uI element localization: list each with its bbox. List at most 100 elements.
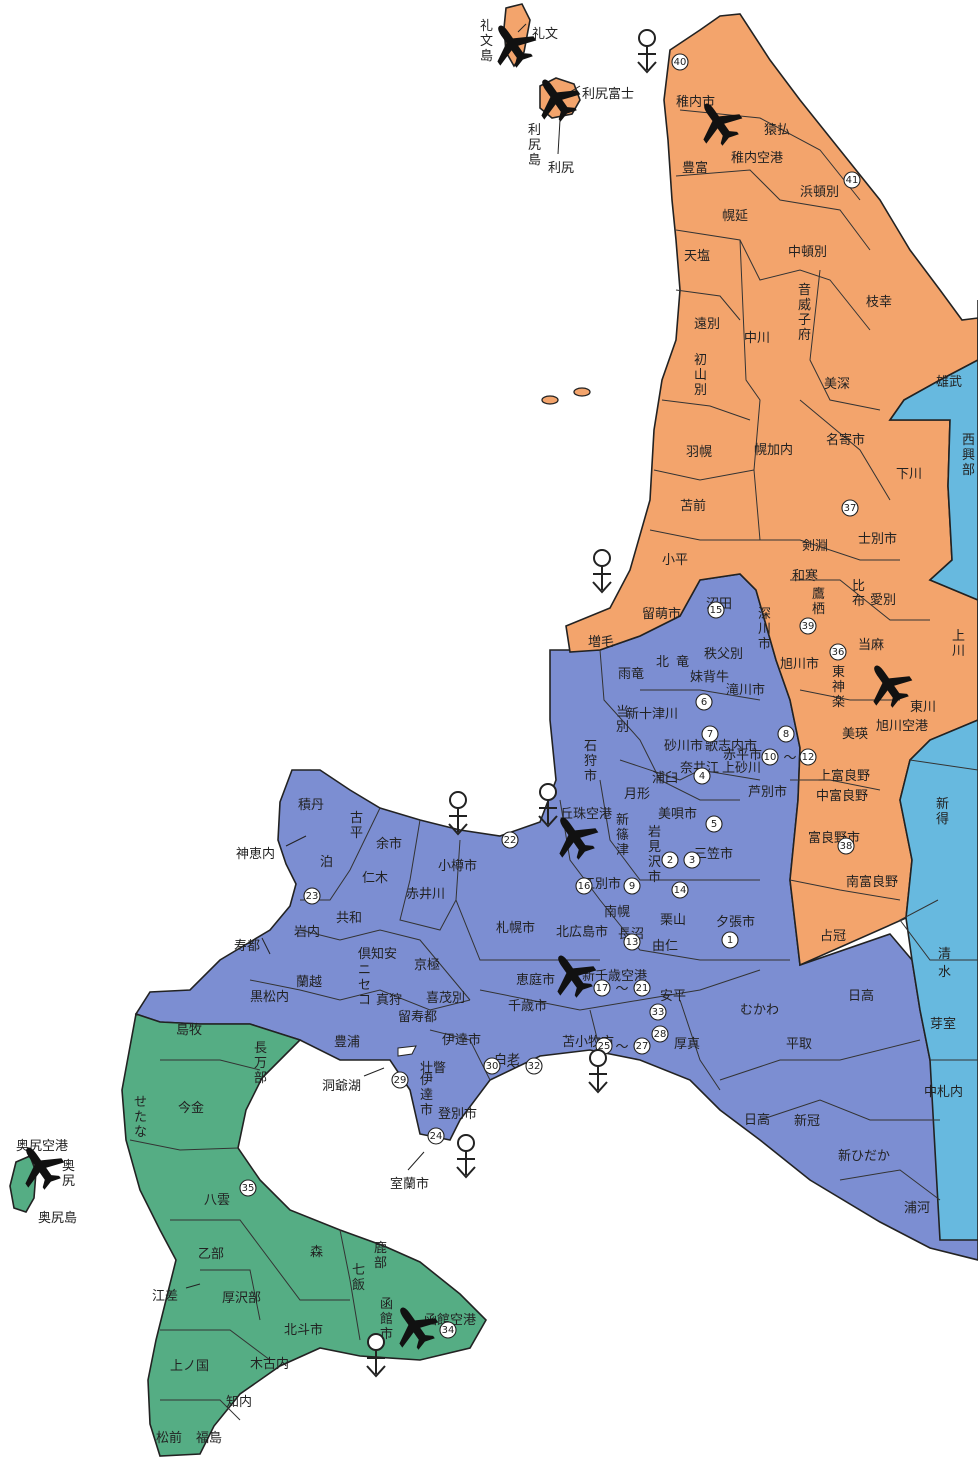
place-label: 中川 xyxy=(744,331,770,346)
anchor-icon xyxy=(637,29,657,74)
svg-text:34: 34 xyxy=(442,1325,455,1336)
circled-number: 27 xyxy=(633,1037,651,1055)
place-label: 夕張市 xyxy=(716,914,755,930)
place-label: 和寒 xyxy=(792,568,818,584)
place-label: 下川 xyxy=(896,467,922,482)
circled-number: 1 xyxy=(721,931,739,949)
place-label: 当麻 xyxy=(858,638,884,653)
place-label: 今金 xyxy=(178,1100,204,1116)
airplane-icon xyxy=(25,1147,65,1190)
place-label: 浦河 xyxy=(904,1201,930,1216)
svg-text:41: 41 xyxy=(846,175,859,186)
place-label-vertical: 初山別 xyxy=(694,353,707,398)
place-label: 妹背牛 xyxy=(690,670,729,685)
place-label: 南幌 xyxy=(604,904,630,920)
place-label: 浦臼 xyxy=(652,771,678,786)
place-label: 栗山 xyxy=(660,913,686,928)
place-label: 三笠市 xyxy=(694,846,733,862)
place-label: 倶知安 xyxy=(358,946,397,962)
circled-number: 17 xyxy=(593,979,611,997)
circled-number: 28 xyxy=(651,1025,669,1043)
svg-text:33: 33 xyxy=(652,1007,665,1018)
place-label-vertical: 古平 xyxy=(350,811,363,841)
circled-number: 33 xyxy=(649,1003,667,1021)
place-label: 小平 xyxy=(662,553,688,568)
place-label: 猿払 xyxy=(764,123,790,138)
svg-text:12: 12 xyxy=(802,752,815,763)
place-label-vertical: 伊達市 xyxy=(420,1073,433,1118)
place-label-vertical: 長万部 xyxy=(254,1041,267,1086)
airplane-icon xyxy=(557,955,597,998)
place-label: 竜 xyxy=(676,655,689,670)
teuri-island xyxy=(541,395,559,405)
svg-text:3: 3 xyxy=(689,855,695,866)
place-label: 白老 xyxy=(494,1052,520,1068)
place-label-vertical: 岩見沢市 xyxy=(648,825,661,885)
place-label-vertical: 比布 xyxy=(852,579,865,609)
place-label: 安平 xyxy=(660,989,686,1004)
place-label: 羽幌 xyxy=(686,444,712,460)
place-label: 新千歳空港 xyxy=(582,968,647,984)
svg-text:9: 9 xyxy=(629,881,635,892)
circled-number: 36 xyxy=(829,643,847,661)
svg-text:40: 40 xyxy=(674,57,687,68)
svg-text:10: 10 xyxy=(764,752,777,763)
place-label: 京極 xyxy=(414,957,440,973)
circled-number: 34 xyxy=(439,1321,457,1339)
leader-lines xyxy=(185,23,581,1289)
circled-number: 8 xyxy=(777,725,795,743)
place-label: 雄武 xyxy=(936,375,962,390)
svg-text:5: 5 xyxy=(711,819,717,830)
place-label: 上砂川 xyxy=(722,761,761,776)
place-label-vertical: 東神楽 xyxy=(832,664,845,710)
svg-text:28: 28 xyxy=(654,1029,667,1040)
place-label: 稚内空港 xyxy=(731,150,783,166)
circled-number: 41 xyxy=(843,171,861,189)
place-label: 福島 xyxy=(196,1431,222,1446)
place-label: 奥尻島 xyxy=(38,1211,77,1226)
place-label: 積丹 xyxy=(298,798,324,813)
place-label-vertical: 礼文島 xyxy=(480,18,493,64)
place-label: 月形 xyxy=(624,787,650,802)
svg-text:30: 30 xyxy=(486,1061,499,1072)
place-label: 愛別 xyxy=(870,593,896,608)
place-label-vertical: 奥尻 xyxy=(62,1159,75,1189)
circled-number: 15 xyxy=(707,601,725,619)
circled-number: 6 xyxy=(695,693,713,711)
place-label: 礼文 xyxy=(532,26,558,42)
place-label-vertical: 西興部 xyxy=(962,433,975,478)
svg-text:38: 38 xyxy=(840,841,853,852)
place-label-vertical: 音威子府 xyxy=(798,282,811,343)
circled-number: 16 xyxy=(575,877,593,895)
place-label: 遠別 xyxy=(694,317,720,332)
range-separator: 〜 xyxy=(615,1040,628,1055)
svg-text:24: 24 xyxy=(430,1131,443,1142)
svg-text:32: 32 xyxy=(528,1061,541,1072)
place-label-vertical: せたな xyxy=(134,1095,147,1140)
anchor-icon xyxy=(588,1049,608,1094)
svg-text:6: 6 xyxy=(701,697,707,708)
place-label: 丘珠空港 xyxy=(560,807,612,822)
place-label: 赤井川 xyxy=(406,887,445,902)
circled-number: 12 xyxy=(799,748,817,766)
place-label: 砂川市 xyxy=(664,738,703,754)
airplane-icon xyxy=(399,1307,439,1350)
svg-text:2: 2 xyxy=(667,855,673,866)
place-label: 千歳市 xyxy=(508,998,547,1014)
place-label-vertical: 利尻島 xyxy=(528,123,541,168)
place-label: 室蘭市 xyxy=(390,1176,429,1192)
place-label: 豊浦 xyxy=(334,1035,360,1050)
place-label-vertical: 上川 xyxy=(952,629,965,659)
svg-text:4: 4 xyxy=(699,771,705,782)
place-label: 中札内 xyxy=(924,1084,963,1100)
svg-text:17: 17 xyxy=(596,983,609,994)
place-label: 寿都 xyxy=(234,939,260,954)
place-label: 上富良野 xyxy=(818,768,870,784)
circled-number: 7 xyxy=(701,725,719,743)
airplane-icon xyxy=(541,79,581,122)
circled-number: 24 xyxy=(427,1127,445,1145)
place-label: 江差 xyxy=(152,1289,178,1304)
place-label: 浜頓別 xyxy=(800,185,839,200)
circled-number: 37 xyxy=(841,499,859,517)
place-label: 滝川市 xyxy=(726,682,765,698)
